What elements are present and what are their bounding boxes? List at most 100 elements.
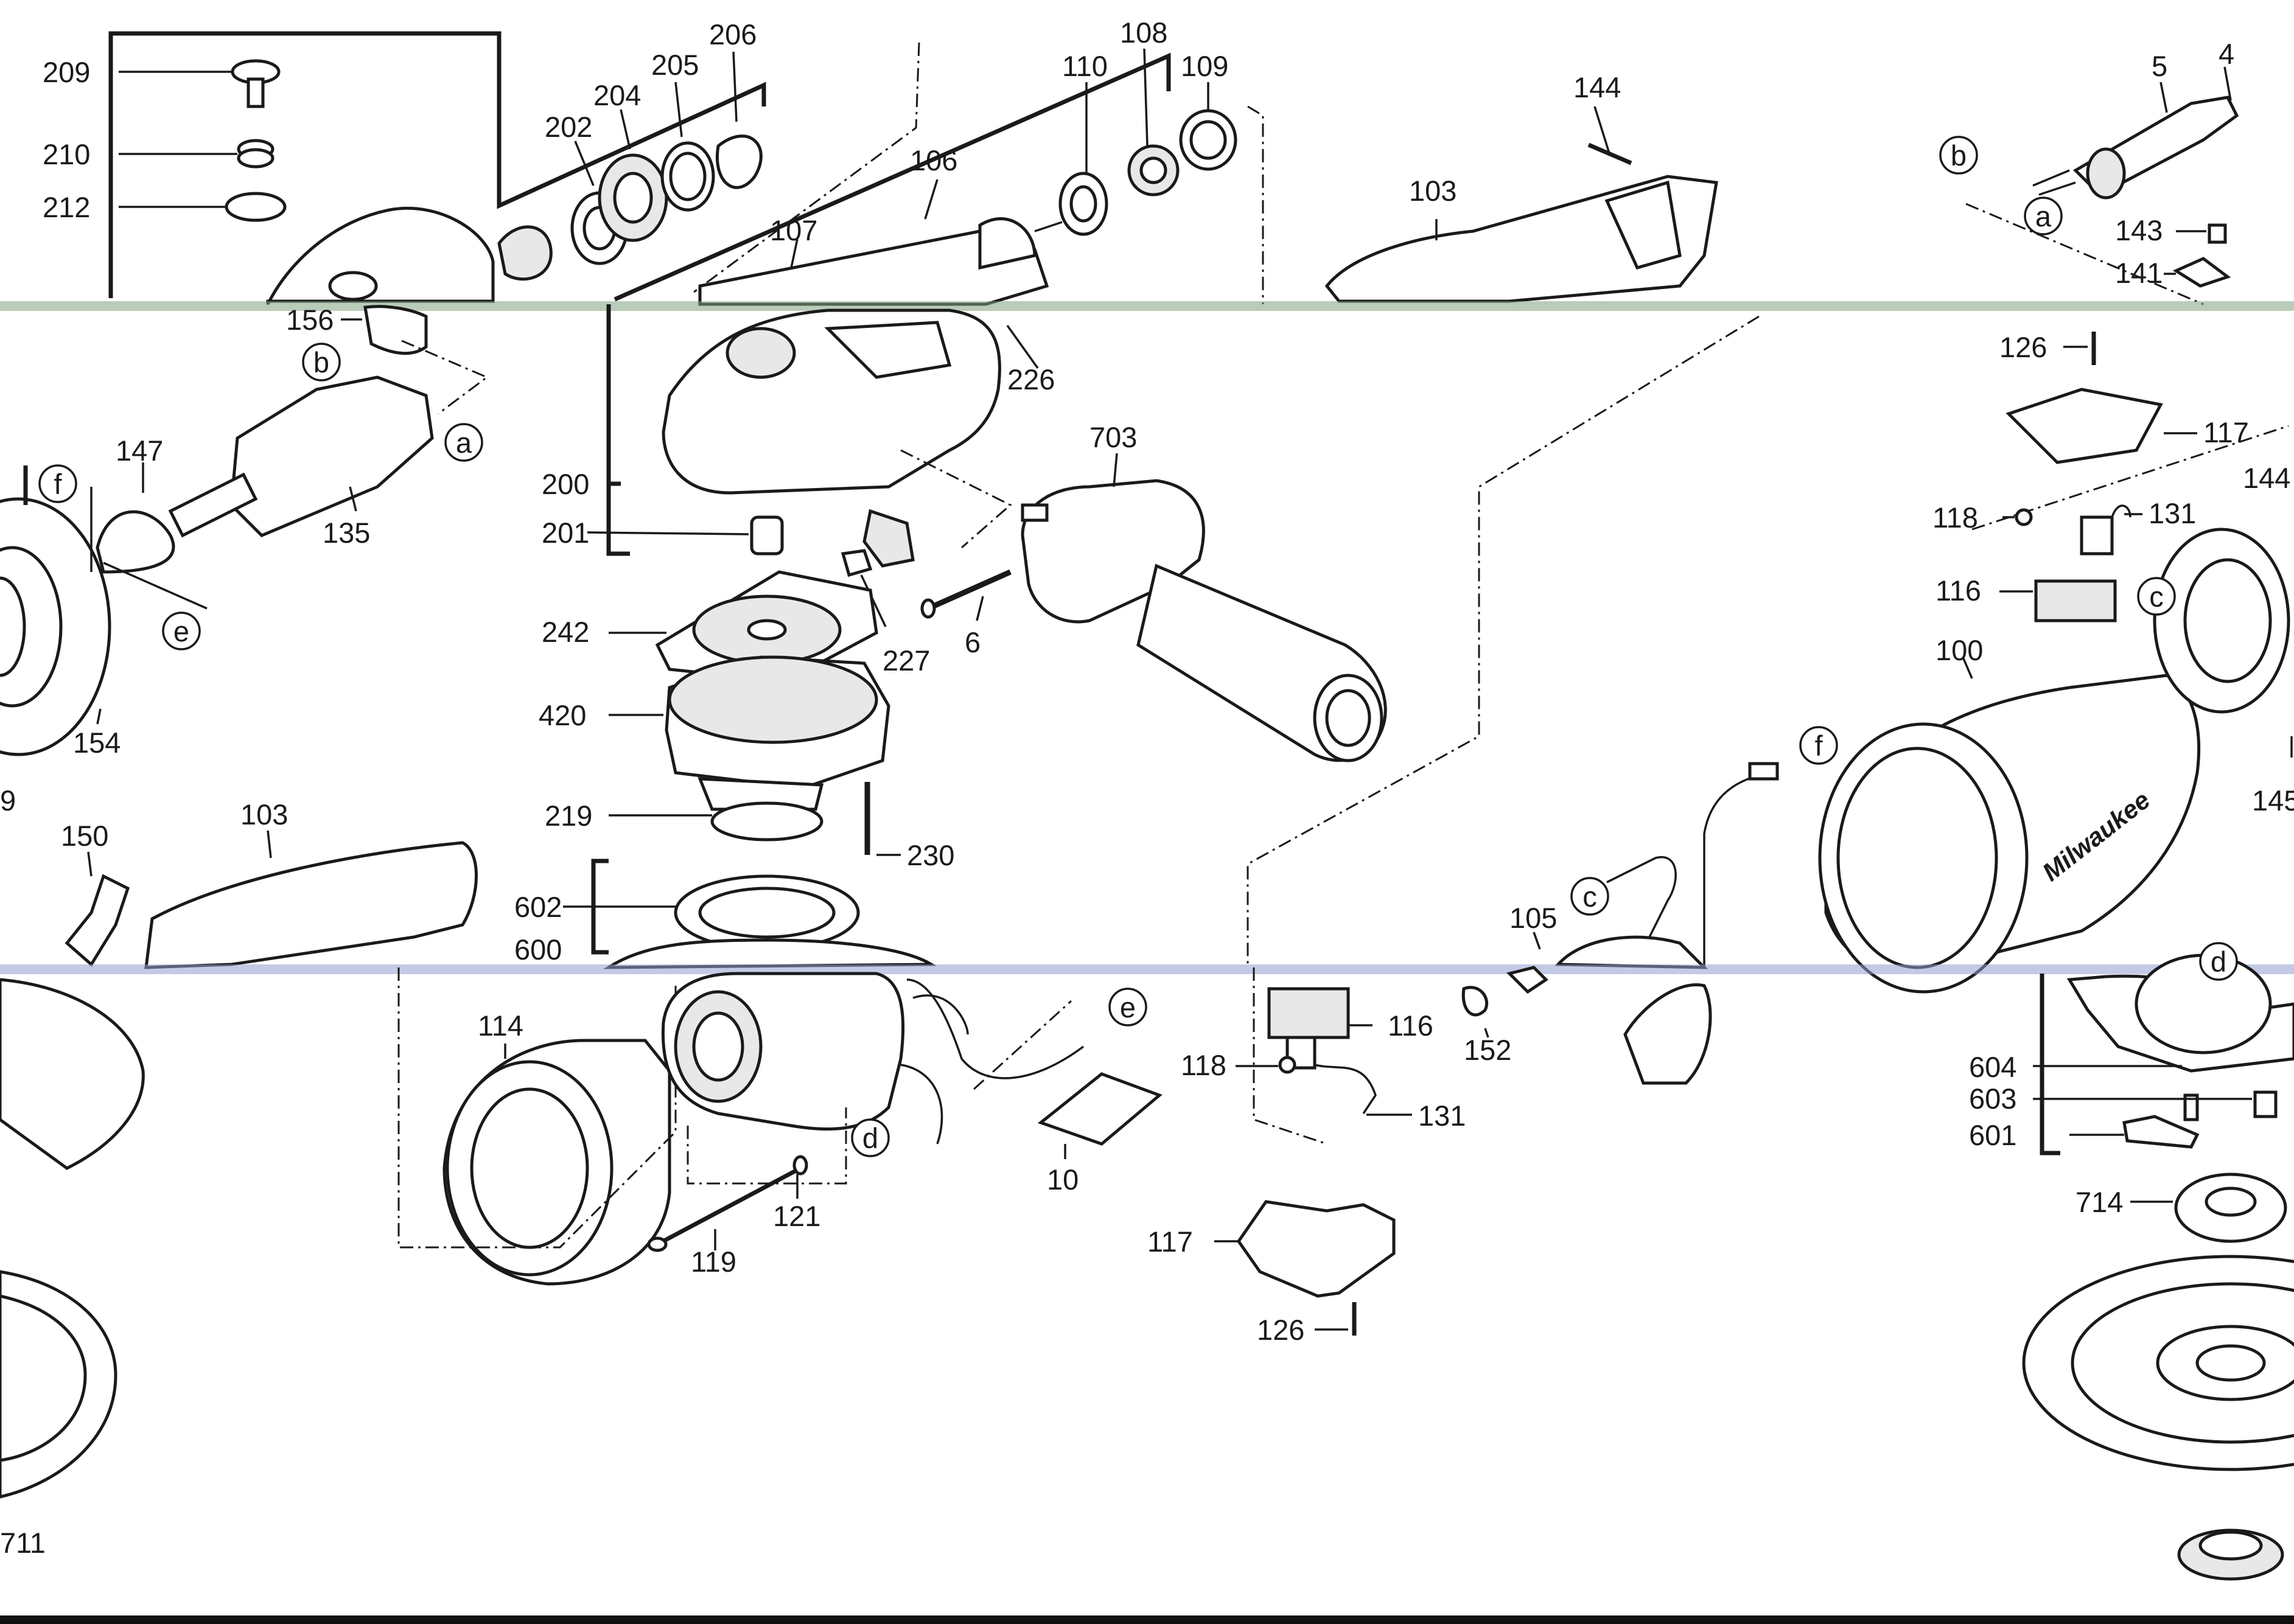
callout-e-2: e: [1120, 991, 1136, 1023]
bottom-border-bar: [0, 1615, 2294, 1624]
switch-cable: [1533, 762, 1779, 969]
label-119: 119: [691, 1246, 736, 1278]
label-108: 108: [1120, 16, 1167, 49]
flange-602: [563, 859, 937, 969]
label-9: 9: [0, 784, 16, 817]
callout-b-1: b: [313, 346, 329, 378]
label-5: 5: [2152, 50, 2167, 82]
callout-b-2: b: [1951, 139, 1967, 172]
handle-103-top: [1324, 106, 1718, 303]
scan-band-green: [0, 301, 2294, 311]
label-209: 209: [43, 56, 90, 88]
label-109: 109: [1181, 50, 1228, 82]
label-118-bottom: 118: [1181, 1049, 1226, 1081]
label-135: 135: [323, 517, 370, 549]
label-147: 147: [116, 434, 163, 467]
scan-band-blue: [0, 964, 2294, 974]
callout-d-2: d: [2211, 946, 2226, 978]
label-131-bottom: 131: [1418, 1100, 1466, 1132]
label-154: 154: [73, 727, 121, 759]
label-703: 703: [1089, 421, 1137, 453]
label-204: 204: [593, 79, 641, 111]
label-227: 227: [883, 644, 930, 677]
label-118-top: 118: [1932, 501, 1978, 534]
parts-group-left-154: [0, 462, 208, 756]
handle-103-bottom: [65, 830, 478, 969]
label-103-top: 103: [1409, 175, 1456, 207]
label-103-bottom: 103: [240, 798, 288, 831]
callout-c-2: c: [1582, 880, 1597, 913]
label-714: 714: [2075, 1186, 2123, 1218]
label-117-bottom: 117: [1147, 1225, 1193, 1258]
label-144-top: 144: [1573, 71, 1621, 103]
callout-c-1: c: [2149, 580, 2164, 613]
label-6: 6: [965, 626, 981, 658]
label-4: 4: [2219, 38, 2234, 70]
pinion-227: [841, 509, 1012, 627]
callout-e-1: e: [173, 615, 189, 647]
label-202: 202: [545, 111, 592, 143]
stator-assembly: [647, 972, 1163, 1252]
callout-f-1: f: [54, 468, 62, 500]
label-10: 10: [1047, 1163, 1079, 1196]
power-cord-group: [1965, 66, 2239, 305]
label-156: 156: [286, 304, 334, 336]
label-152: 152: [1464, 1034, 1511, 1066]
label-141: 141: [2115, 257, 2163, 289]
brush-cover-117: [1214, 1200, 1396, 1336]
guard-711: [0, 978, 145, 1499]
bearing-group-202-206: [497, 42, 920, 293]
label-604: 604: [1969, 1051, 2016, 1083]
label-106: 106: [910, 144, 957, 176]
assembly-guide-line: [1247, 315, 1760, 967]
label-226: 226: [1007, 363, 1055, 396]
label-210: 210: [43, 138, 90, 170]
label-242: 242: [542, 616, 589, 648]
label-126-top: 126: [1999, 331, 2047, 363]
reference-callouts: b a b a f e c f c e d d: [38, 136, 2238, 1157]
gearbox-housing-200: [587, 304, 1039, 556]
label-212: 212: [43, 191, 90, 223]
bearing-group-108-110: [1058, 48, 1264, 304]
callout-a-2: a: [2035, 200, 2052, 232]
label-602: 602: [514, 891, 562, 923]
part-number-labels: 209 210 212 202 204 205 206 108 110 109 …: [0, 16, 2294, 1559]
label-420: 420: [539, 699, 586, 731]
label-110: 110: [1062, 50, 1108, 82]
label-131-top: 131: [2149, 497, 2196, 529]
switch-135: [168, 305, 489, 538]
label-121: 121: [773, 1200, 820, 1232]
label-603: 603: [1969, 1082, 2016, 1115]
label-230: 230: [907, 839, 954, 871]
motor-housing-100: Milwaukee: [1818, 425, 2293, 994]
callout-f-2: f: [1814, 730, 1823, 762]
parts-group-top-left: [108, 31, 766, 305]
label-600: 600: [514, 933, 562, 966]
callout-d-1: d: [862, 1122, 878, 1154]
label-206: 206: [709, 18, 757, 51]
label-107: 107: [770, 214, 817, 246]
label-144-right: 144: [2243, 462, 2290, 494]
label-145: 145: [2252, 784, 2294, 817]
motor-field-114: [397, 967, 677, 1286]
label-601: 601: [1969, 1119, 2016, 1151]
callout-a-1: a: [456, 427, 472, 459]
armature-106: [614, 52, 1171, 306]
side-handle-703: [1021, 453, 1387, 762]
label-711: 711: [0, 1527, 46, 1559]
label-126-bottom: 126: [1257, 1314, 1304, 1346]
label-205: 205: [651, 49, 699, 81]
label-105: 105: [1509, 902, 1557, 934]
spindle-lock-group: [2022, 953, 2294, 1581]
brush-holder-top: [1999, 332, 2197, 622]
brush-holder-bottom: [1236, 966, 1712, 1145]
bearing-flange-420: [609, 570, 901, 856]
label-100: 100: [1936, 634, 1983, 666]
label-201: 201: [542, 517, 589, 549]
label-200: 200: [542, 468, 589, 500]
label-117-top: 117: [2203, 416, 2249, 448]
label-150: 150: [61, 820, 108, 852]
label-143: 143: [2115, 214, 2163, 246]
label-114: 114: [478, 1009, 523, 1042]
